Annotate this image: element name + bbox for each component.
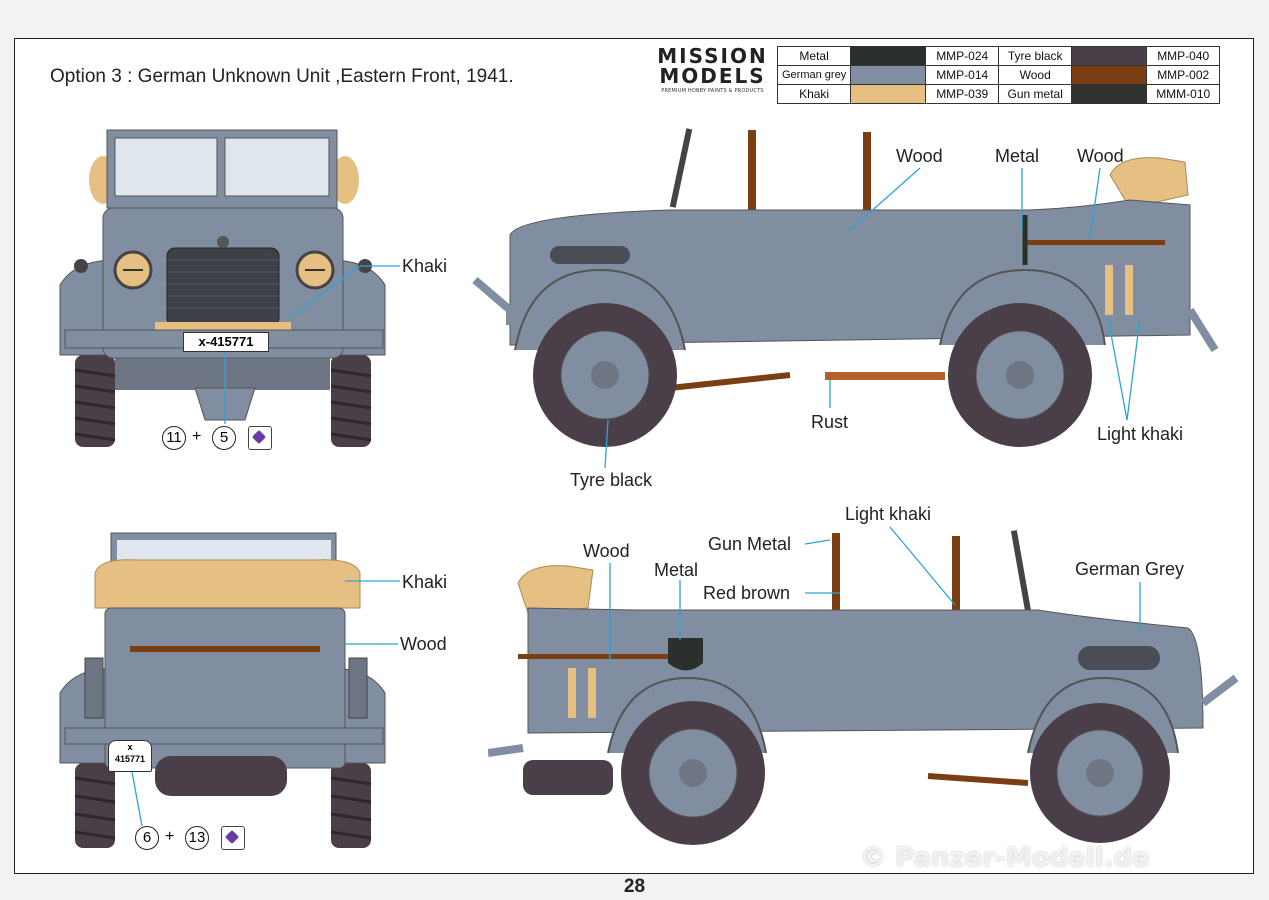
paint-swatch [850, 65, 927, 85]
decal-number: 6 [135, 826, 159, 850]
label-left-gun-metal: Gun Metal [708, 534, 792, 554]
plus-sign: + [165, 828, 175, 845]
right-side-view [472, 128, 1219, 447]
decal-icon [248, 426, 272, 450]
paint-row: Khaki MMP-039 Gun metal MMM-010 [776, 84, 1221, 104]
front-view [59, 129, 386, 447]
paint-row: Metal MMP-024 Tyre black MMP-040 [776, 46, 1221, 66]
label-left-metal: Metal [654, 560, 699, 580]
label-right-light-khaki: Light khaki [1097, 424, 1184, 444]
option-title: Option 3 : German Unknown Unit ,Eastern … [50, 66, 514, 87]
label-right-wood-1: Wood [896, 146, 943, 166]
label-left-german-grey: German Grey [1075, 559, 1185, 579]
paint-swatch [1071, 46, 1148, 66]
paint-row: German grey MMP-014 Wood MMP-002 [776, 65, 1221, 85]
label-rear-wood: Wood [400, 634, 447, 654]
left-side-view [488, 530, 1239, 845]
rear-plate: х 415771 [108, 740, 152, 772]
label-right-metal: Metal [995, 146, 1040, 166]
mission-models-logo: MISSION MODELS PREMIUM HOBBY PAINTS & PR… [657, 44, 768, 94]
paint-swatch [1071, 84, 1148, 104]
decal-number: 13 [185, 826, 209, 850]
decal-number: 5 [212, 426, 236, 450]
paint-swatch [850, 46, 927, 66]
paint-table: Metal MMP-024 Tyre black MMP-040 German … [776, 46, 1221, 104]
label-right-tyre-black: Tyre black [570, 470, 653, 490]
label-left-wood: Wood [583, 541, 630, 561]
label-left-red-brown: Red brown [703, 583, 791, 603]
label-left-light-khaki: Light khaki [845, 504, 932, 524]
paint-swatch [1071, 65, 1148, 85]
paint-swatch [850, 84, 927, 104]
label-rear-khaki: Khaki [402, 572, 448, 592]
label-right-rust: Rust [811, 412, 849, 432]
label-front-khaki: Khaki [402, 256, 448, 276]
plus-sign: + [192, 428, 202, 445]
decal-number: 11 [162, 426, 186, 450]
page-number: 28 [623, 876, 646, 897]
front-plate: х-415771 [183, 332, 269, 352]
rear-view [59, 532, 386, 848]
watermark: © Panzer-Modell.de [860, 843, 1150, 873]
decal-icon [221, 826, 245, 850]
label-right-wood-2: Wood [1077, 146, 1124, 166]
